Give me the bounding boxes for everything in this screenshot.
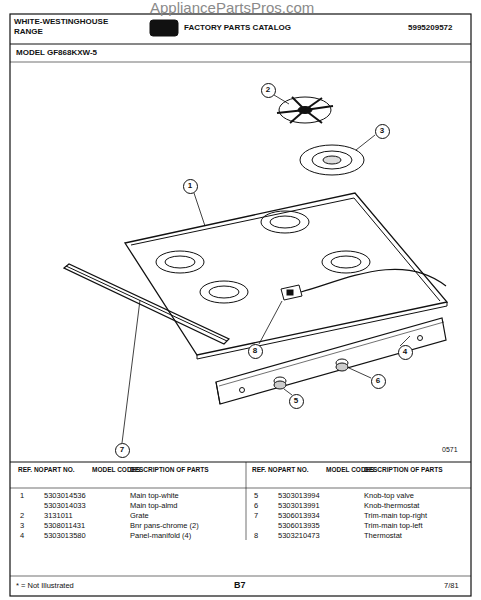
part-number: 5303014033	[44, 502, 86, 510]
ref-number: 4	[20, 532, 24, 540]
part-description: Knob-top valve	[364, 492, 414, 500]
part-description: Main top-white	[130, 492, 179, 500]
part-number: 3131011	[44, 512, 73, 520]
part-description: Trim-main top-right	[364, 512, 427, 520]
ref-number: 2	[20, 512, 24, 520]
part-description: Bnr pans-chrome (2)	[130, 522, 199, 530]
page-number: B7	[234, 581, 246, 591]
part-description: Trim-main top-left	[364, 522, 422, 530]
catalog-title: FACTORY PARTS CATALOG	[184, 24, 291, 33]
part-description: Main top-almd	[130, 502, 178, 510]
callout-number: 4	[398, 345, 413, 360]
product-type: RANGE	[14, 28, 43, 37]
callout-text: 3	[380, 127, 384, 135]
callout-number: 2	[261, 83, 276, 98]
date-code: 7/81	[444, 582, 459, 590]
callout-text: 2	[266, 86, 270, 94]
part-number: 5303013580	[44, 532, 86, 540]
part-description: Thermostat	[364, 532, 402, 540]
part-number: 5303014536	[44, 492, 86, 500]
model-number: MODEL GF868KXW-5	[16, 49, 97, 58]
callout-text: 1	[188, 182, 192, 190]
part-number: 5303013994	[278, 492, 320, 500]
callout-text: 5	[294, 397, 298, 405]
callout-number: 6	[371, 374, 386, 389]
part-number: 5303013991	[278, 502, 320, 510]
figure-number: 0571	[442, 446, 458, 454]
column-header: DESCRIPTION OF PARTS	[130, 466, 222, 473]
part-description: Knob-thermostat	[364, 502, 419, 510]
callout-text: 6	[376, 377, 380, 385]
column-header: PART NO.	[278, 466, 322, 473]
watermark: AppliancePartsPros.com	[150, 0, 314, 17]
part-number: 5303210473	[278, 532, 320, 540]
callout-number: 7	[115, 443, 130, 458]
catalog-number: 5995209572	[408, 24, 453, 33]
brand-name: WHITE-WESTINGHOUSE	[14, 18, 108, 27]
part-description: Panel-manifold (4)	[130, 532, 191, 540]
ref-number: 1	[20, 492, 24, 500]
callout-text: 8	[253, 347, 257, 355]
ref-number: 5	[254, 492, 258, 500]
column-header: PART NO.	[44, 466, 88, 473]
part-number: 5306013935	[278, 522, 320, 530]
footnote: * = Not Illustrated	[16, 582, 74, 590]
callout-text: 4	[403, 348, 407, 356]
ref-number: 7	[254, 512, 258, 520]
callout-number: 1	[183, 179, 198, 194]
ref-number: 6	[254, 502, 258, 510]
callout-number: 3	[375, 124, 390, 139]
ref-number: 8	[254, 532, 258, 540]
callout-number: 8	[248, 344, 263, 359]
callout-number: 5	[289, 394, 304, 409]
part-description: Grate	[130, 512, 149, 520]
part-number: 5308011431	[44, 522, 85, 530]
callout-text: 7	[120, 446, 124, 454]
part-number: 5306013934	[278, 512, 320, 520]
ref-number: 3	[20, 522, 24, 530]
column-header: DESCRIPTION OF PARTS	[364, 466, 456, 473]
